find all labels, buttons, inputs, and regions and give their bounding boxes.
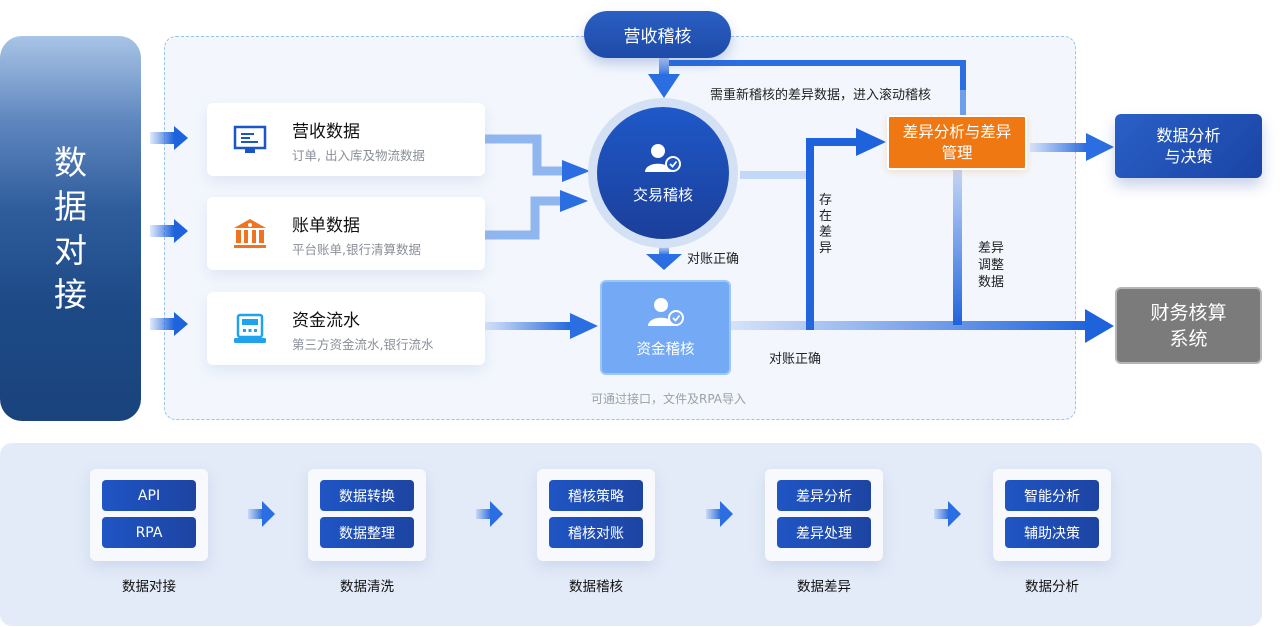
arrow-diff-to-decision [1030,133,1114,161]
pipeline-step-diff: 差异分析 差异处理 数据差异 [765,469,883,595]
step-chip: 稽核策略 [549,480,643,511]
step-card: 差异分析 差异处理 [765,469,883,561]
pipeline-step-audit: 稽核策略 稽核对账 数据稽核 [537,469,655,595]
fund-audit-node: 资金稽核 [600,280,731,375]
arrow-bill-to-transaction [485,190,588,240]
source-card-revenue: 营收数据 订单, 出入库及物流数据 [207,103,485,176]
entry-arrow-2 [150,219,188,243]
pipeline-arrow-4 [934,501,961,527]
source-title: 账单数据 [292,216,360,236]
reconcile-ok-label-2: 对账正确 [769,352,822,367]
reconcile-ok-label-1: 对账正确 [687,252,740,267]
source-subtitle: 平台账单,银行清算数据 [292,242,421,257]
step-chip: 智能分析 [1005,480,1099,511]
arrow-diff-adjust-down [953,170,962,325]
rolling-audit-loop [669,60,966,120]
step-chip: 差异处理 [777,517,871,548]
accounting-system-node: 财务核算系统 [1115,287,1262,364]
transaction-audit-node: 交易稽核 [597,107,729,239]
terminal-icon [234,313,266,343]
pipeline-band: API RPA 数据对接 数据转换 数据整理 数据清洗 稽核策略 稽核对账 数据… [0,443,1262,626]
monitor-icon [233,125,267,153]
entry-arrow-1 [150,126,188,150]
source-title: 资金流水 [292,311,360,331]
revenue-audit-node: 营收稽核 [584,11,731,58]
pipeline-step-integration: API RPA 数据对接 [90,469,208,595]
step-chip: RPA [102,517,196,548]
arrow-fundflow-to-fund-audit [485,313,598,339]
bank-icon [234,219,266,248]
step-card: 智能分析 辅助决策 [993,469,1111,561]
step-chip: 数据转换 [320,480,414,511]
pipeline-step-cleaning: 数据转换 数据整理 数据清洗 [308,469,426,595]
data-integration-bar: 数据对接 [0,36,141,421]
source-card-fundflow: 资金流水 第三方资金流水,银行流水 [207,292,485,365]
analysis-decision-node: 数据分析与决策 [1115,114,1262,178]
diff-management-node: 差异分析与差异管理 [887,115,1027,170]
step-label: 数据稽核 [569,579,623,595]
source-subtitle: 第三方资金流水,银行流水 [292,337,434,352]
fund-audit-label: 资金稽核 [636,342,695,358]
step-card: 数据转换 数据整理 [308,469,426,561]
has-diff-label: 存在差异 [819,193,833,256]
step-label: 数据对接 [122,579,176,595]
pipeline-arrow-3 [706,501,733,527]
step-card: API RPA [90,469,208,561]
step-card: 稽核策略 稽核对账 [537,469,655,561]
step-label: 数据差异 [797,579,851,595]
reaudit-label: 需重新稽核的差异数据，进入滚动稽核 [710,88,932,103]
accounting-system-label: 财务核算系统 [1150,301,1227,350]
analysis-decision-label: 数据分析与决策 [1156,126,1221,166]
source-title: 营收数据 [292,122,360,142]
import-note: 可通过接口，文件及RPA导入 [591,392,747,406]
arrow-revenue-to-transaction [485,134,590,182]
step-chip: 差异分析 [777,480,871,511]
step-label: 数据分析 [1025,579,1079,595]
pipeline-arrow-2 [476,501,503,527]
pipeline-arrow-1 [248,501,275,527]
source-subtitle: 订单, 出入库及物流数据 [292,148,425,163]
arrow-transaction-to-diff [740,128,886,330]
step-chip: 辅助决策 [1005,517,1099,548]
entry-arrow-3 [150,312,188,336]
diff-adjust-label: 差异调整数据 [978,241,1005,290]
user-check-icon [645,143,681,172]
user-check-icon [647,298,684,326]
step-chip: 数据整理 [320,517,414,548]
arrow-revenue-audit-down [648,57,680,98]
diff-management-label: 差异分析与差异管理 [902,122,1012,162]
step-chip: API [102,480,196,511]
source-card-bill: 账单数据 平台账单,银行清算数据 [207,197,485,270]
pipeline-step-analysis: 智能分析 辅助决策 数据分析 [993,469,1111,595]
data-integration-label: 数据对接 [54,142,87,314]
step-chip: 稽核对账 [549,517,643,548]
arrow-fund-to-accounting [731,309,1114,343]
step-label: 数据清洗 [340,579,394,595]
arrow-transaction-to-fund [646,246,682,270]
transaction-audit-label: 交易稽核 [632,185,693,204]
